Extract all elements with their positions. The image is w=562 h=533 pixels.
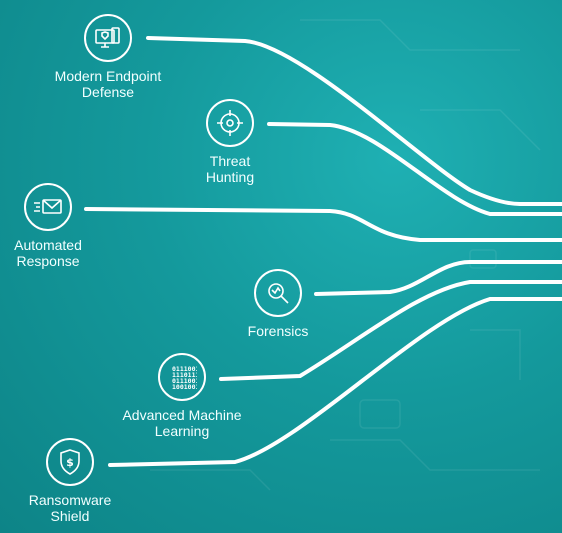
label-modern-endpoint-defense: Modern Endpoint Defense bbox=[54, 68, 162, 100]
magnifier-icon bbox=[254, 269, 302, 317]
node-forensics[interactable]: Forensics bbox=[208, 269, 348, 339]
binary-code-icon: 0111001 1110111 0111001 1001001 bbox=[158, 353, 206, 401]
svg-text:0111001: 0111001 bbox=[172, 377, 197, 385]
node-advanced-machine-learning[interactable]: 0111001 1110111 0111001 1001001 Advanced… bbox=[112, 353, 252, 439]
node-automated-response[interactable]: Automated Response bbox=[0, 183, 118, 269]
label-threat-hunting: Threat Hunting bbox=[205, 153, 255, 185]
node-threat-hunting[interactable]: Threat Hunting bbox=[160, 99, 300, 185]
connector-threat-hunting bbox=[267, 122, 562, 216]
connector-forensics bbox=[314, 260, 562, 296]
envelope-icon bbox=[24, 183, 72, 231]
crosshair-icon bbox=[206, 99, 254, 147]
connector-automated-response bbox=[84, 207, 562, 242]
svg-text:$: $ bbox=[66, 456, 74, 469]
connector-modern-endpoint-defense bbox=[146, 36, 562, 206]
node-ransomware-shield[interactable]: $ Ransomware Shield bbox=[0, 438, 140, 524]
connector-advanced-machine-learning bbox=[219, 280, 562, 381]
connector-ransomware-shield bbox=[108, 297, 562, 467]
svg-text:1001001: 1001001 bbox=[172, 383, 197, 391]
label-ransomware-shield: Ransomware Shield bbox=[28, 492, 112, 524]
label-forensics: Forensics bbox=[247, 323, 309, 339]
node-modern-endpoint-defense[interactable]: Modern Endpoint Defense bbox=[38, 14, 178, 100]
endpoint-device-icon bbox=[84, 14, 132, 62]
svg-text:0111001: 0111001 bbox=[172, 365, 197, 373]
dollar-shield-icon: $ bbox=[46, 438, 94, 486]
label-automated-response: Automated Response bbox=[14, 237, 82, 269]
svg-text:1110111: 1110111 bbox=[172, 371, 197, 379]
label-advanced-machine-learning: Advanced Machine Learning bbox=[122, 407, 242, 439]
